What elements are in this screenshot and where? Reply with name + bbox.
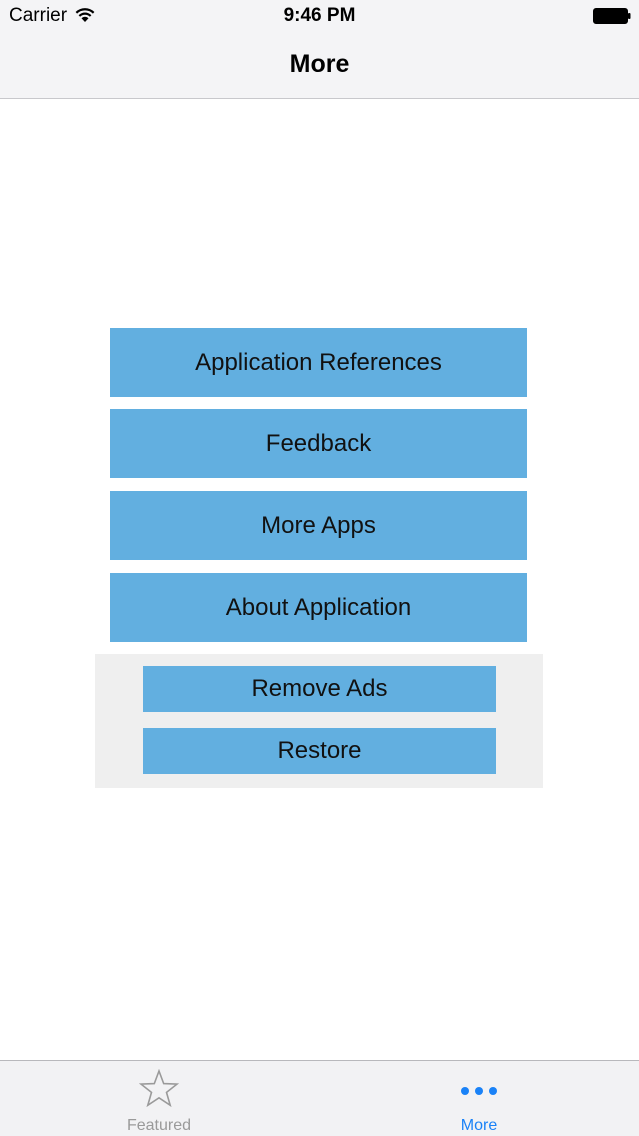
star-icon [139, 1069, 179, 1108]
wifi-icon [75, 8, 95, 22]
application-references-button[interactable]: Application References [110, 328, 527, 397]
tab-featured-label: Featured [126, 1117, 192, 1134]
feedback-button[interactable]: Feedback [110, 409, 527, 478]
status-bar: Carrier 9:46 PM [0, 0, 639, 34]
tab-more-label: More [460, 1117, 498, 1134]
status-time: 9:46 PM [283, 5, 356, 26]
more-dots-icon [461, 1087, 497, 1095]
page-title: More [289, 50, 350, 78]
remove-ads-button[interactable]: Remove Ads [143, 666, 496, 712]
battery-icon [593, 8, 631, 24]
tab-more[interactable]: More [379, 1061, 579, 1136]
restore-button[interactable]: Restore [143, 728, 496, 774]
about-application-button[interactable]: About Application [110, 573, 527, 642]
tab-featured[interactable]: Featured [59, 1061, 259, 1136]
more-apps-button[interactable]: More Apps [110, 491, 527, 560]
carrier-label: Carrier [9, 5, 68, 26]
purchase-panel: Remove Ads Restore [95, 654, 543, 788]
top-bar: Carrier 9:46 PM More [0, 0, 639, 99]
tab-bar: Featured More [0, 1060, 639, 1136]
